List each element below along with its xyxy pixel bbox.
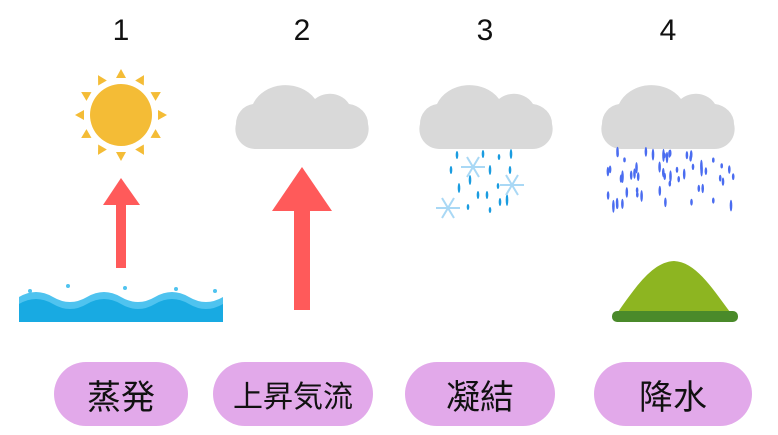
rain-drop: [625, 187, 629, 198]
step-label-evaporation: 蒸発: [54, 362, 188, 426]
rain-drop: [633, 168, 636, 179]
rain-drop: [691, 163, 695, 170]
rain-drop: [636, 191, 639, 198]
snowflake-icon: [499, 174, 525, 196]
rain-drop: [629, 170, 633, 180]
rain-drop: [690, 198, 693, 206]
rain-drop: [615, 202, 619, 210]
rain-drop: [682, 168, 686, 180]
rain-drop: [700, 164, 703, 177]
evaporation-arrow-icon: [103, 178, 140, 268]
rain-drop: [640, 190, 643, 202]
cloud-icon: [601, 85, 735, 150]
rain-drops-icon: [606, 146, 735, 213]
rain-drop: [662, 167, 665, 178]
step-label-condensation: 凝結: [405, 362, 555, 426]
rain-drop: [616, 150, 619, 158]
rain-drop: [728, 165, 731, 174]
cloud-icon: [235, 85, 369, 150]
rain-drop: [658, 161, 661, 173]
rain-drop: [712, 197, 715, 204]
updraft-arrow-icon: [272, 167, 332, 310]
water-waves-icon: [19, 284, 223, 322]
step-number: 4: [659, 14, 677, 47]
rain-drop: [665, 151, 669, 164]
rain-drop: [675, 166, 679, 173]
rain-drop: [731, 173, 735, 181]
step-label-updraft: 上昇気流: [213, 362, 373, 426]
rain-drops-icon: [449, 149, 513, 213]
mountain-icon: [612, 261, 738, 322]
rain-drop: [701, 183, 704, 194]
rain-drop: [685, 151, 689, 160]
step-number: 1: [112, 14, 130, 47]
snowflake-icon: [435, 197, 461, 219]
rain-drop: [621, 198, 624, 209]
step-number: 2: [293, 14, 311, 47]
rain-drop: [636, 172, 640, 182]
rain-drop: [697, 184, 701, 192]
rain-drop: [729, 199, 733, 212]
rain-drop: [720, 163, 723, 169]
rain-drop: [662, 148, 665, 162]
rain-drop: [664, 197, 667, 208]
rain-drop: [606, 166, 610, 177]
rain-drop: [712, 157, 715, 163]
cloud-icon: [419, 85, 553, 150]
rain-drop: [704, 167, 708, 176]
rain-drop: [623, 157, 626, 163]
rain-drop: [668, 149, 671, 158]
rain-drop: [612, 199, 615, 213]
rain-drop: [644, 146, 648, 157]
rain-drop: [669, 170, 672, 183]
rain-drop: [689, 154, 692, 162]
step-label-precipitation: 降水: [594, 362, 752, 426]
rain-drop: [718, 174, 722, 182]
rain-drop: [658, 185, 662, 196]
rain-drop: [651, 148, 655, 161]
rain-drop: [635, 162, 638, 174]
rain-drop: [619, 174, 623, 183]
rain-drop: [606, 191, 610, 200]
rain-drop: [608, 165, 612, 174]
rain-drop: [721, 177, 725, 186]
step-number: 3: [476, 14, 494, 47]
sun-icon: [75, 69, 167, 161]
rain-drop: [677, 176, 680, 183]
snowflake-icon: [460, 156, 486, 178]
